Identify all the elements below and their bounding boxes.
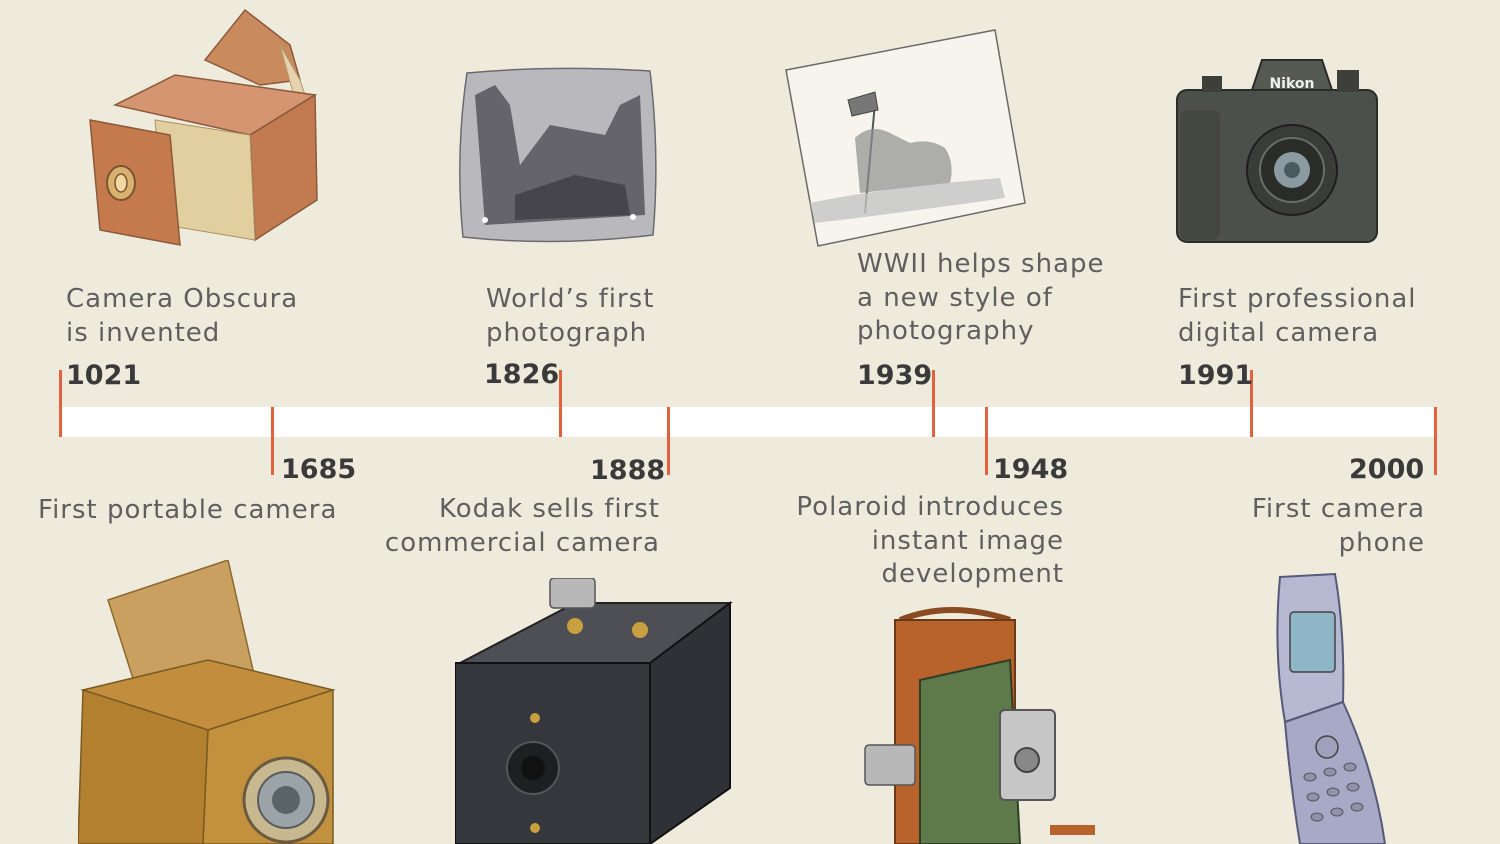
- nikon-logo-text: Nikon: [1269, 76, 1314, 92]
- camera-phone-illustration: [1276, 572, 1387, 844]
- year-1826: 1826: [484, 359, 560, 390]
- year-2000: 2000: [1349, 454, 1425, 485]
- wwii-flag-raising-illustration: [785, 29, 1026, 247]
- nikon-digital-camera-illustration: Nikon: [1176, 59, 1378, 243]
- tick-1991: [1250, 370, 1253, 437]
- partial-title-handwriting: [400, 0, 920, 10]
- year-1021: 1021: [66, 360, 142, 391]
- polaroid-camera-illustration: [864, 607, 1095, 844]
- year-1991: 1991: [1178, 360, 1254, 391]
- tick-1939: [932, 370, 935, 437]
- year-1939: 1939: [857, 360, 933, 391]
- year-1685: 1685: [281, 454, 357, 485]
- caption-1685: First portable camera: [38, 495, 338, 525]
- tick-1888: [667, 407, 670, 475]
- tick-1021: [59, 370, 62, 437]
- camera-obscura-illustration: [89, 8, 318, 246]
- kodak-box-camera-illustration: [455, 578, 733, 844]
- tick-2000: [1434, 407, 1437, 475]
- tick-1948: [985, 407, 988, 475]
- tick-1685: [271, 407, 274, 475]
- tick-1826: [559, 370, 562, 437]
- year-1948: 1948: [993, 454, 1069, 485]
- timeline-bar: [60, 407, 1436, 437]
- year-1888: 1888: [590, 455, 666, 486]
- portable-camera-illustration: [78, 560, 336, 844]
- first-photograph-illustration: [459, 67, 657, 243]
